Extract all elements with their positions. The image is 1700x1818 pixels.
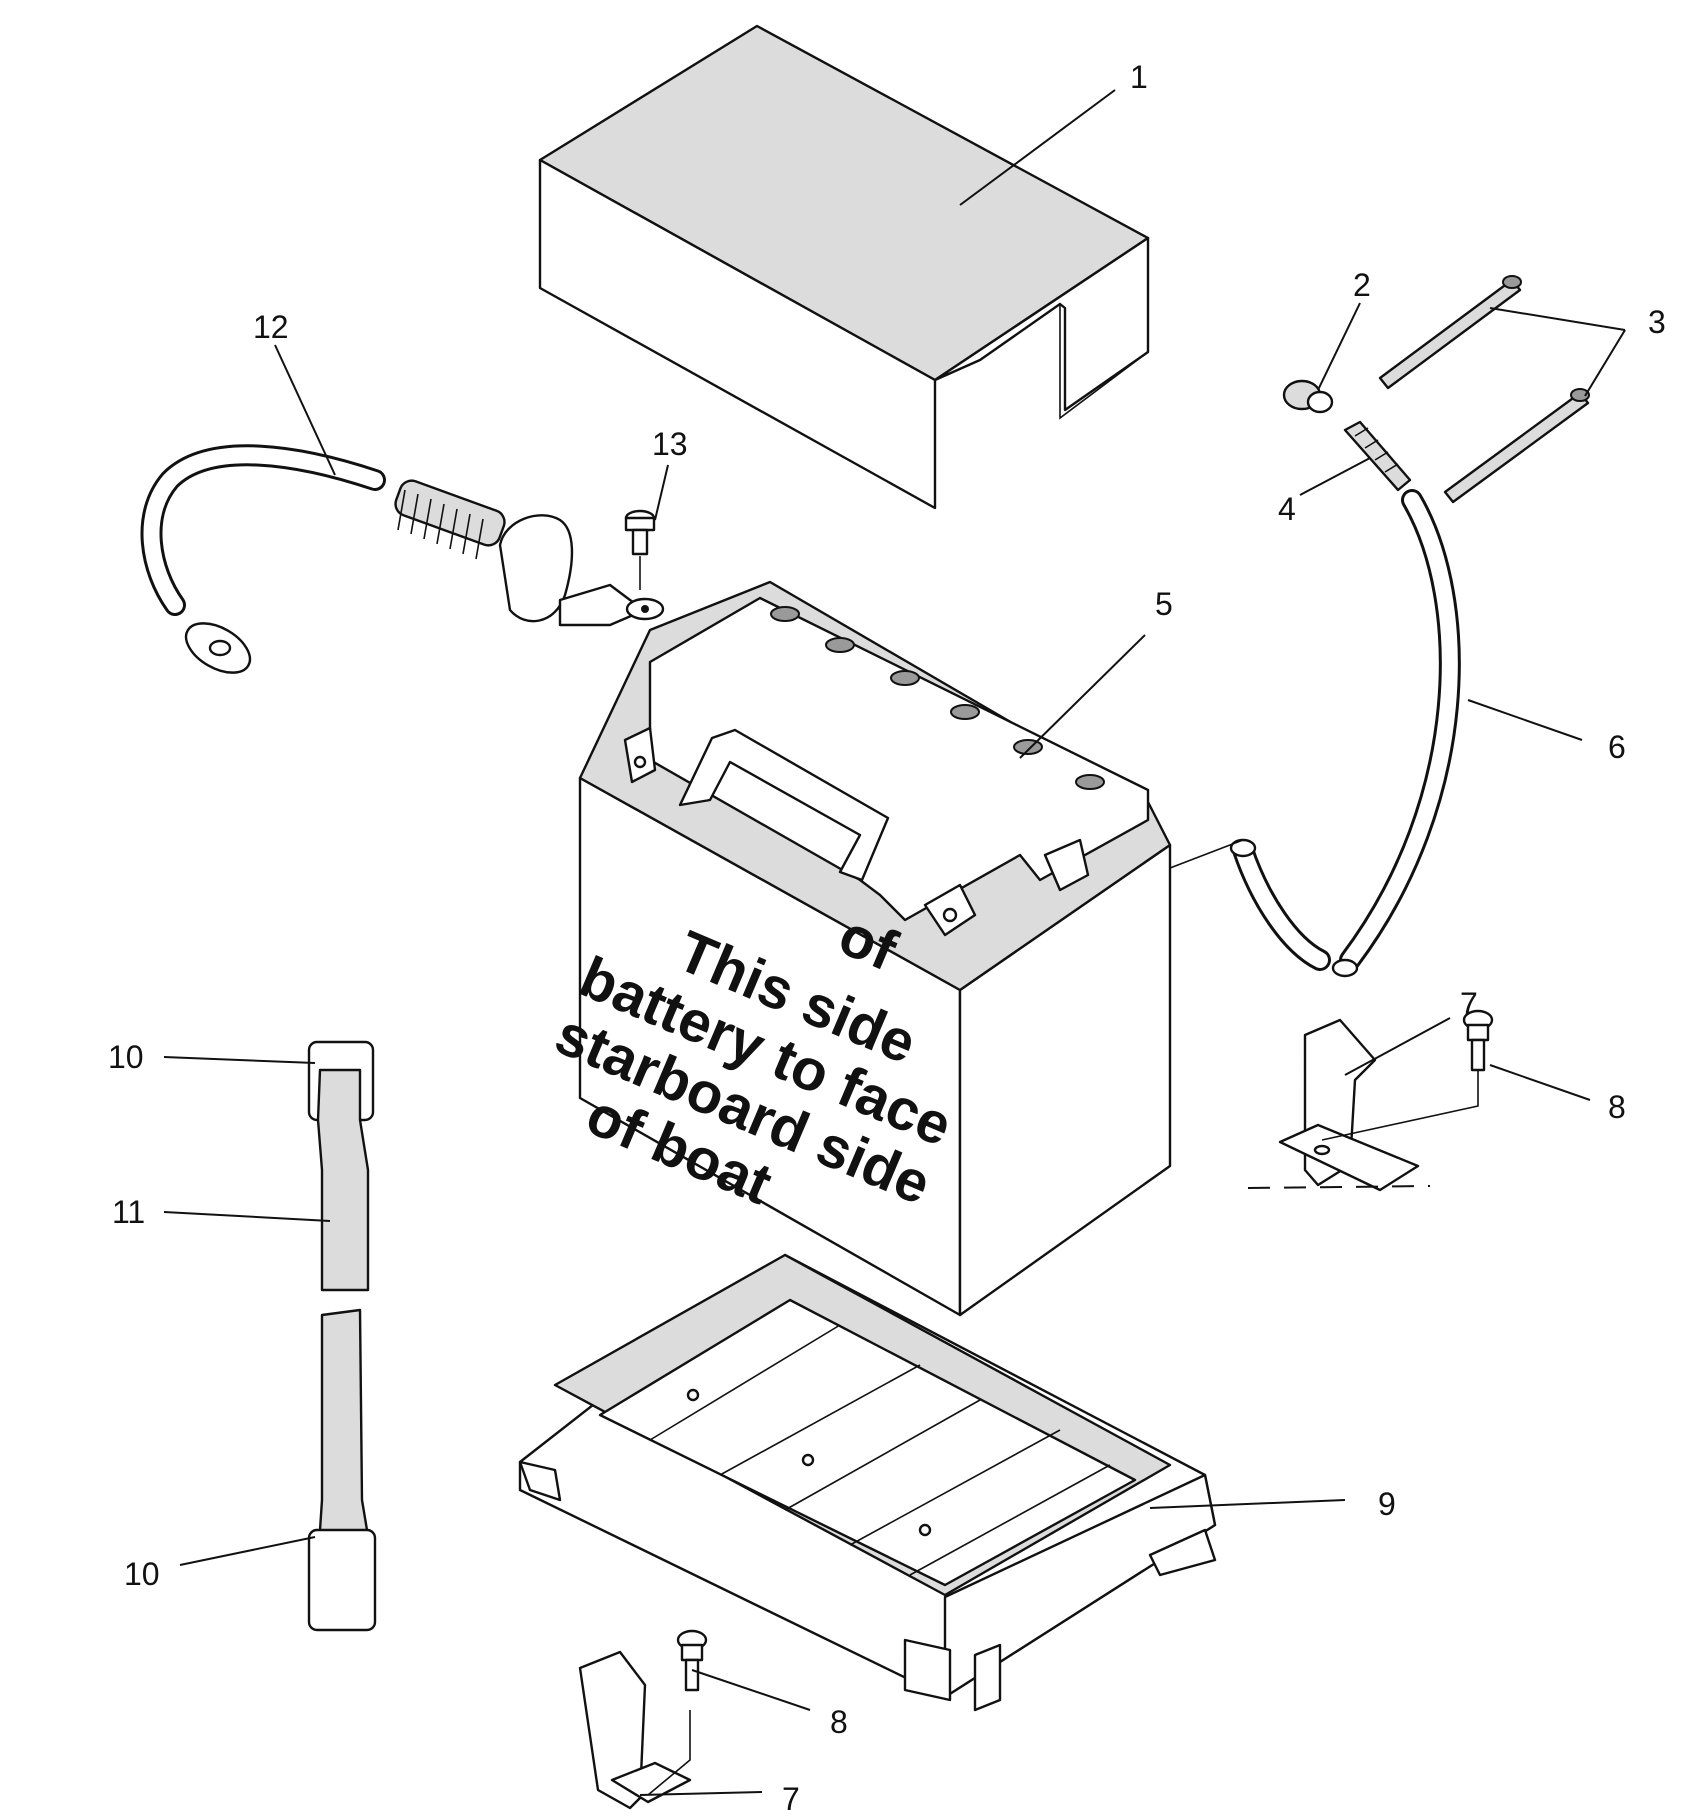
screw-right: [1462, 1009, 1494, 1072]
callout-2: 2: [1353, 267, 1371, 303]
leader-lines: [163, 89, 1626, 1796]
battery-strap: [307, 1040, 377, 1632]
cable-ties: [1378, 275, 1590, 504]
hold-down-bracket-right: [1278, 1018, 1479, 1192]
callout-10-top: 10: [108, 1039, 144, 1075]
battery-cover: [538, 24, 1150, 510]
callout-12: 12: [253, 309, 289, 345]
callout-9: 9: [1378, 1486, 1396, 1522]
vent-fitting: [1343, 420, 1412, 492]
callout-numbers: 1 2 3 4 5 6 7 8 9 10 11 10 12 13 8 7: [108, 59, 1666, 1817]
screw-bottom: [676, 1629, 708, 1692]
callout-11: 11: [112, 1194, 145, 1230]
callout-4: 4: [1278, 491, 1296, 527]
hold-down-bracket-bottom: [578, 1650, 692, 1810]
mounting-reference-dashed: [1247, 1185, 1431, 1189]
vent-elbow: [1282, 379, 1334, 414]
vent-tube: [1169, 489, 1461, 978]
callout-7-bottom: 7: [782, 1781, 800, 1817]
callout-13: 13: [652, 426, 688, 462]
callout-1: 1: [1130, 59, 1148, 95]
callout-8-right: 8: [1608, 1089, 1626, 1125]
callout-8-bottom: 8: [830, 1704, 848, 1740]
callout-3: 3: [1648, 304, 1666, 340]
callout-6: 6: [1608, 729, 1626, 765]
callout-10-bottom: 10: [124, 1556, 160, 1592]
battery-tray: [518, 1253, 1217, 1712]
callout-7-right: 7: [1460, 986, 1478, 1022]
callout-5: 5: [1155, 586, 1173, 622]
battery: This side battery to face starboard side…: [546, 580, 1172, 1317]
negative-cable: [140, 444, 665, 674]
